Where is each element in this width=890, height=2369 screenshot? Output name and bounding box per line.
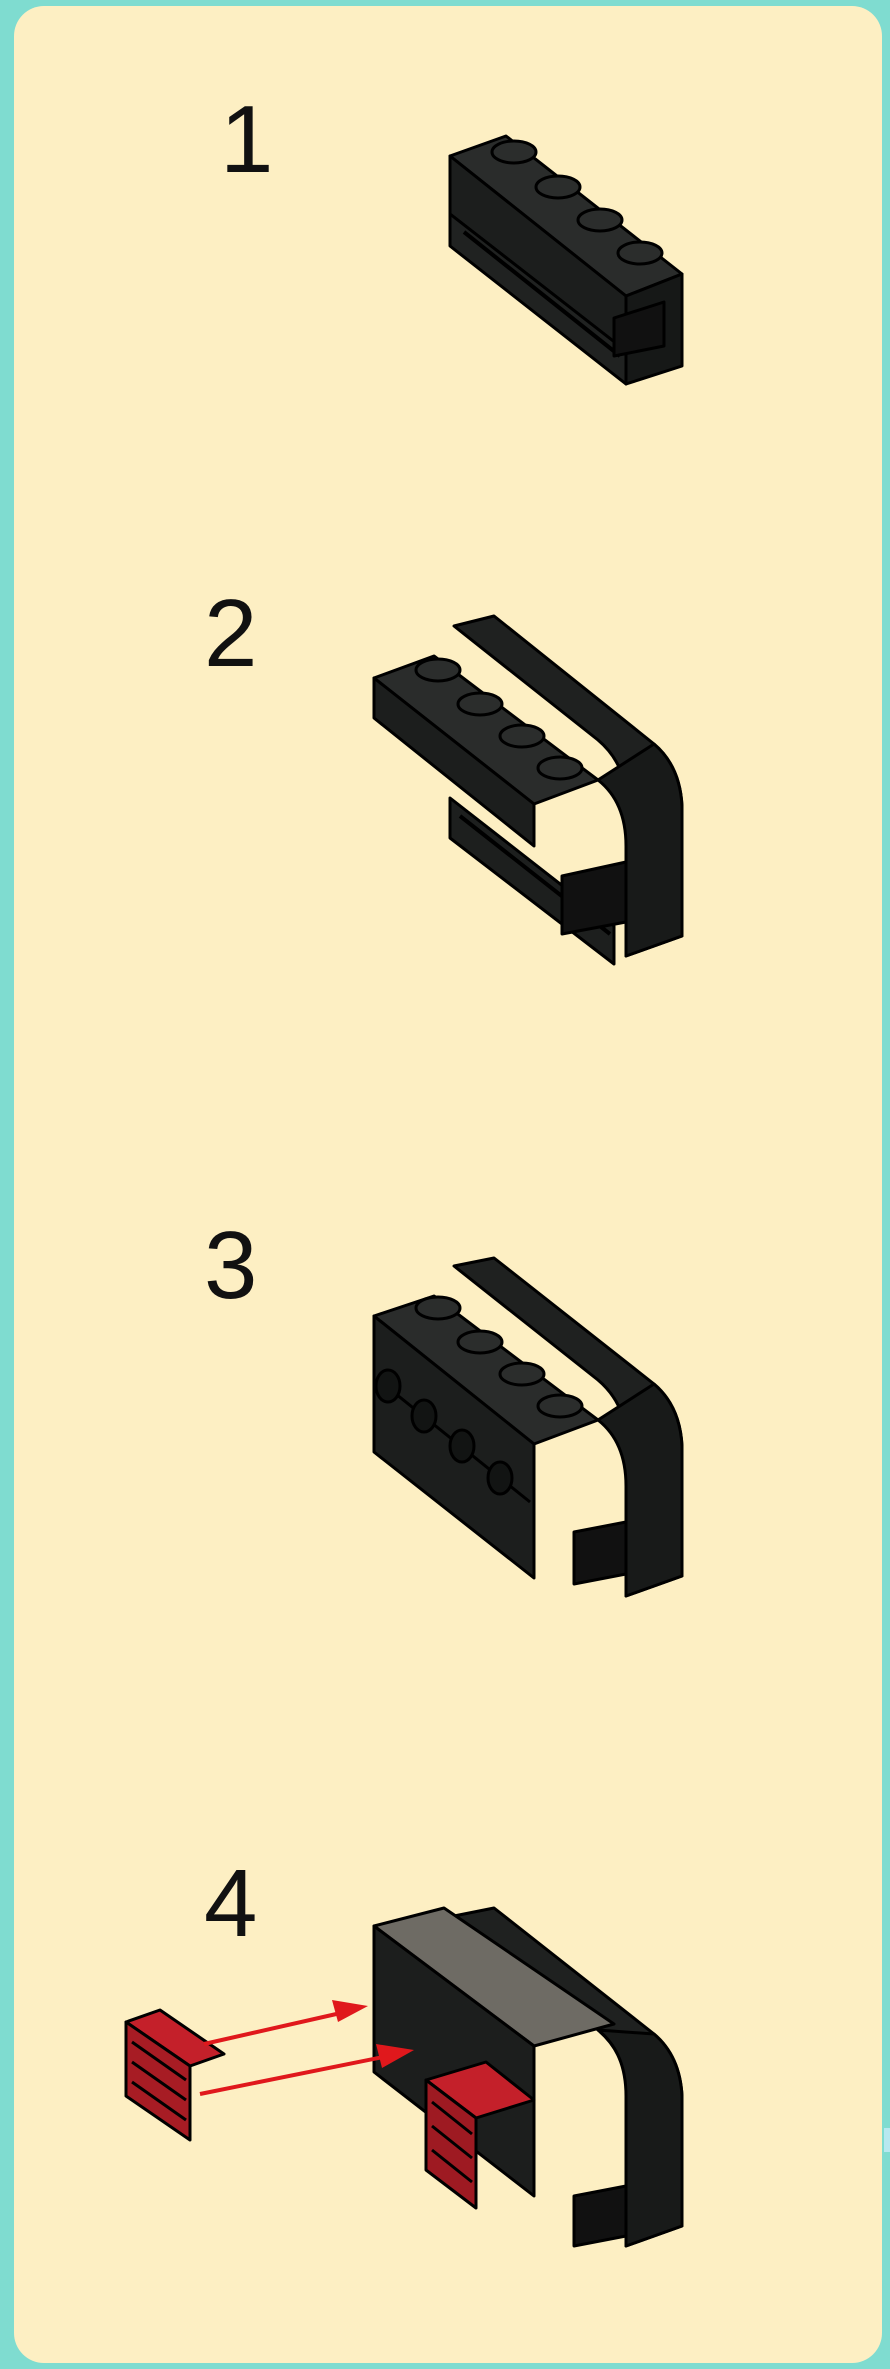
step-2-assembly-illustration	[14, 566, 882, 966]
step-3-assembly-illustration	[14, 1246, 882, 1686]
step-4-assembly-illustration	[14, 1896, 882, 2296]
edge-marker	[884, 2128, 890, 2152]
step-1-brick-illustration	[14, 6, 882, 406]
instruction-panel: 1 2	[14, 6, 882, 2363]
